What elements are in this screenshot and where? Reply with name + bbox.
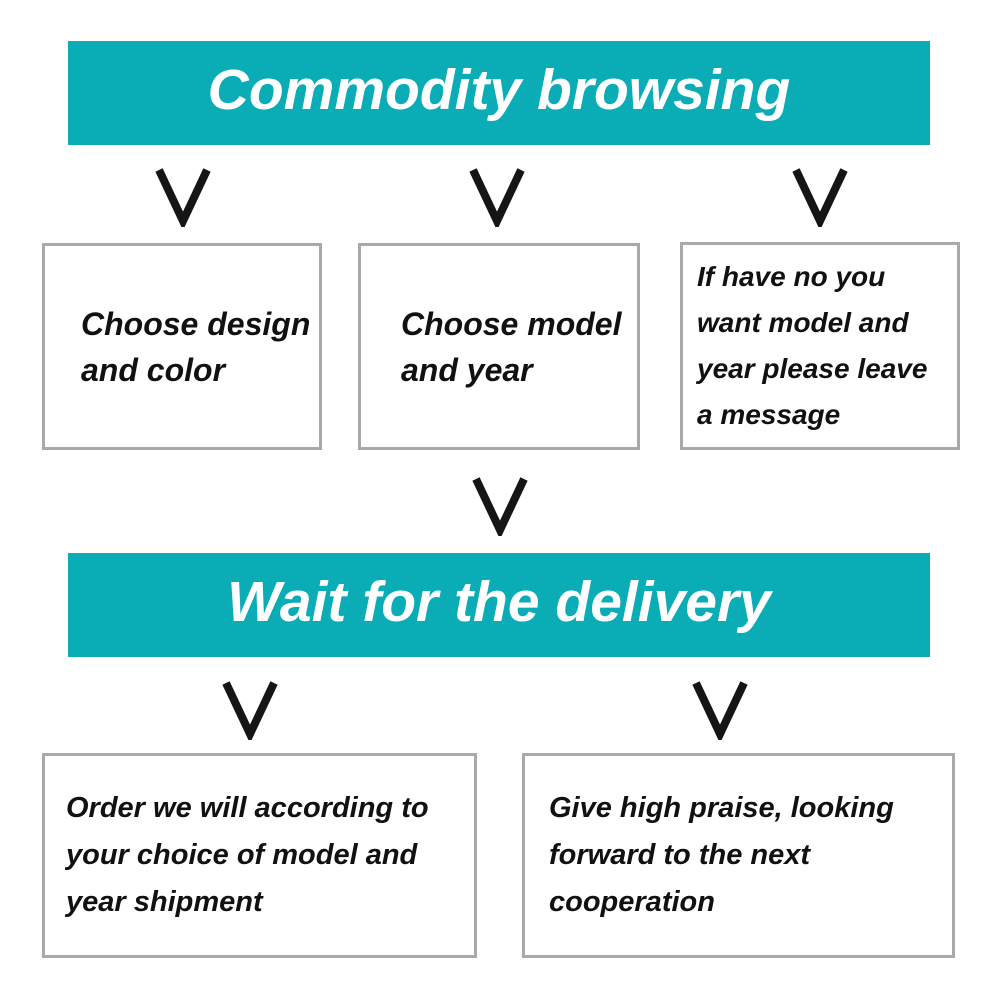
- banner-wait-for-delivery-label: Wait for the delivery: [227, 570, 771, 634]
- step-text-line: want model and: [697, 307, 909, 338]
- banner-commodity-browsing: Commodity browsing: [68, 41, 930, 145]
- step-text-line: forward to the next: [549, 839, 811, 871]
- down-arrow-icon: [466, 165, 528, 227]
- down-arrow-icon: [219, 678, 281, 740]
- step-text-line: your choice of model and: [66, 839, 418, 871]
- step-box-choose-design: Choose design and color: [42, 243, 322, 450]
- step-text-line: a message: [697, 399, 841, 430]
- step-text-line: cooperation: [549, 886, 715, 918]
- step-text-line: and color: [81, 351, 226, 388]
- step-text-line: Order we will according to: [66, 792, 429, 824]
- step-text-line: If have no you: [697, 261, 886, 292]
- step-text-line: and year: [401, 351, 533, 388]
- down-arrow-icon: [689, 678, 751, 740]
- step-text-line: Choose model: [401, 305, 622, 342]
- step-text-line: Choose design: [81, 305, 311, 342]
- down-arrow-icon: [789, 165, 851, 227]
- banner-wait-for-delivery: Wait for the delivery: [68, 553, 930, 657]
- step-box-leave-message: If have no you want model and year pleas…: [680, 242, 960, 450]
- step-box-order-shipment: Order we will according to your choice o…: [42, 753, 477, 958]
- step-text-line: Give high praise, looking: [549, 792, 894, 824]
- step-box-choose-model: Choose model and year: [358, 243, 640, 450]
- step-text-line: year please leave: [697, 353, 928, 384]
- step-text-line: year shipment: [66, 886, 263, 918]
- down-arrow-icon: [469, 474, 531, 536]
- down-arrow-icon: [152, 165, 214, 227]
- step-box-give-praise: Give high praise, looking forward to the…: [522, 753, 955, 958]
- banner-commodity-browsing-label: Commodity browsing: [207, 58, 791, 122]
